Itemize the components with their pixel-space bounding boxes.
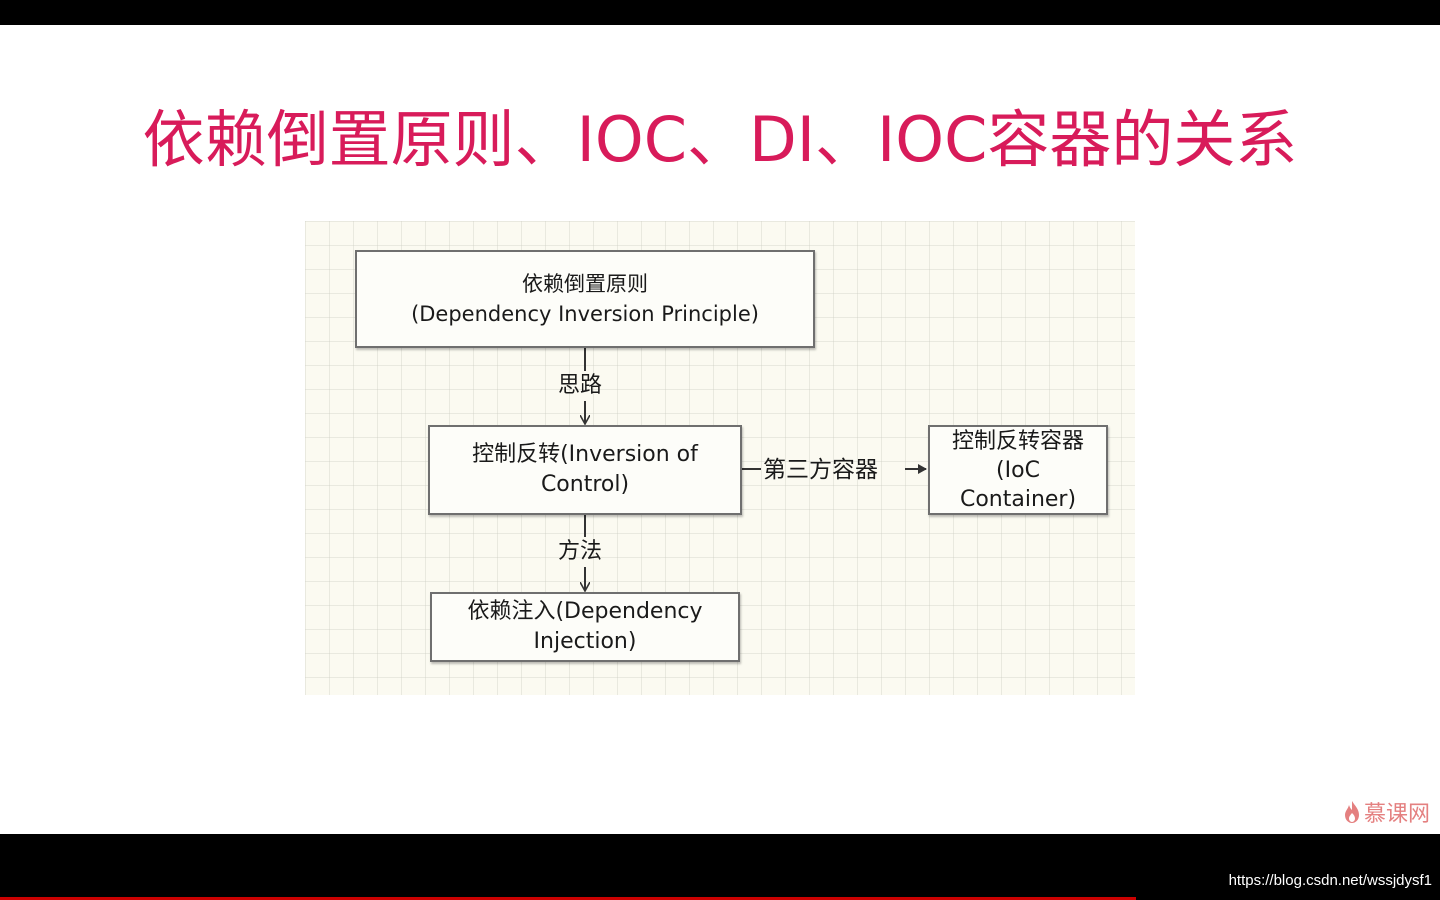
node-ioc-line2: Control) — [540, 472, 630, 497]
edge-label-approach: 思路 — [558, 373, 603, 398]
source-url: https://blog.csdn.net/wssjdysf1 — [1228, 872, 1432, 889]
node-container-line3: Container) — [959, 486, 1077, 512]
node-inversion-of-control: 控制反转(Inversion of Control) — [428, 425, 742, 515]
relationship-diagram: 依赖倒置原则 (Dependency Inversion Principle) … — [305, 221, 1135, 695]
top-black-bar — [0, 0, 1440, 25]
video-progress-bar[interactable] — [0, 897, 1136, 900]
node-dependency-injection: 依赖注入(Dependency Injection) — [430, 592, 740, 662]
node-dip-line1: 依赖倒置原则 — [522, 272, 648, 296]
node-container-line2: (IoC — [996, 457, 1040, 483]
diagram-connectors — [305, 348, 927, 695]
node-ioc-line1: 控制反转(Inversion of — [472, 442, 698, 467]
edge-label-method: 方法 — [558, 539, 603, 564]
flame-icon — [1344, 801, 1359, 823]
presentation-slide: 依赖倒置原则、IOC、DI、IOC容器的关系 依赖倒置原则 (De — [0, 25, 1440, 834]
watermark-text: 慕课网 — [1363, 802, 1430, 827]
node-dip-line2: (Dependency Inversion Principle) — [411, 302, 759, 326]
edge-label-third-party-container: 第三方容器 — [763, 457, 878, 483]
slide-title: 依赖倒置原则、IOC、DI、IOC容器的关系 — [142, 103, 1298, 176]
node-dependency-inversion-principle: 依赖倒置原则 (Dependency Inversion Principle) — [355, 250, 815, 348]
imooc-watermark: 慕课网 — [1343, 796, 1430, 828]
video-bottom-bar — [0, 834, 1440, 900]
node-ioc-container: 控制反转容器 (IoC Container) — [928, 425, 1108, 515]
node-container-line1: 控制反转容器 — [951, 428, 1084, 454]
node-di-line1: 依赖注入(Dependency — [467, 599, 703, 624]
node-di-line2: Injection) — [533, 629, 637, 654]
